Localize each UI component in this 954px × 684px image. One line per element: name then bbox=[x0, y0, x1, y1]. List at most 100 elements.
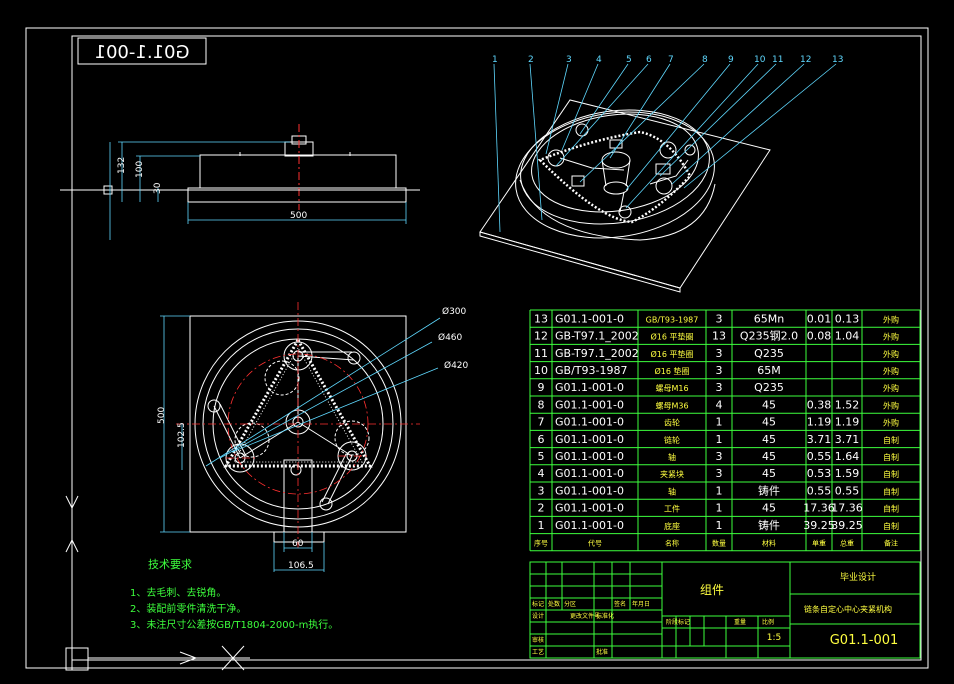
bom-cell-name: Ø16 平垫圈 bbox=[650, 349, 693, 359]
bom-cell-no: 1 bbox=[538, 519, 545, 532]
bom-cell-qty: 3 bbox=[716, 450, 723, 463]
mirrored-tag-text: G01.1-001 bbox=[95, 42, 190, 63]
tb-label-mark: 标记 bbox=[532, 600, 544, 608]
dim-dia-460: Ø460 bbox=[438, 332, 463, 343]
front-view bbox=[60, 124, 420, 210]
title-block-text: 组件 毕业设计 链条自定心中心夹紧机构 1:5 G01.1-001 标记 处数 … bbox=[532, 571, 898, 656]
bom-cell-qty: 3 bbox=[716, 347, 723, 360]
bom-cell-remark: 自制 bbox=[883, 521, 899, 531]
dim-500-front: 500 bbox=[290, 211, 307, 221]
bom-cell-remark: 外购 bbox=[883, 366, 899, 376]
bom-cell-no: 8 bbox=[538, 398, 545, 411]
bom-cell-remark: 自制 bbox=[883, 469, 899, 479]
dim-106-5: 106.5 bbox=[288, 561, 314, 571]
bom-cell-material: 65M bbox=[757, 364, 781, 377]
drawing-number: G01.1-001 bbox=[830, 633, 899, 648]
bom-cell-total: 1.64 bbox=[835, 450, 860, 463]
bom-cell-no: 10 bbox=[534, 364, 548, 377]
bom-cell-no: 6 bbox=[538, 433, 545, 446]
bom-cell-total: 0.13 bbox=[835, 312, 860, 325]
bom-cell-material: 45 bbox=[762, 398, 776, 411]
tb-label-change: 更改文件号 bbox=[570, 612, 600, 620]
bom-cell-code: G01.1-001-0 bbox=[555, 519, 624, 532]
dim-dia-300: Ø300 bbox=[442, 306, 467, 317]
bom-cell-no: 11 bbox=[534, 347, 548, 360]
bom-cell-unit: 1.19 bbox=[807, 416, 832, 429]
bom-cell-unit: 0.01 bbox=[807, 312, 832, 325]
bom-cell-material: Q235 bbox=[754, 347, 784, 360]
bom-cell-no: 3 bbox=[538, 484, 545, 497]
dim-dia-420: Ø420 bbox=[444, 360, 469, 371]
bom-cell-code: GB-T97.1_2002 bbox=[555, 330, 639, 343]
bom-cell-material: 铸件 bbox=[758, 483, 780, 497]
bom-cell-no: 4 bbox=[538, 467, 545, 480]
bom-cell-qty: 3 bbox=[716, 467, 723, 480]
bom-cell-material: 45 bbox=[762, 450, 776, 463]
top-view-dims bbox=[160, 315, 441, 572]
bom-cell-material: 铸件 bbox=[758, 518, 780, 532]
bom-cell-material: 45 bbox=[762, 433, 776, 446]
tb-label-design: 设计 bbox=[532, 612, 544, 620]
callout-7: 7 bbox=[668, 55, 674, 65]
bom-cell-remark: 自制 bbox=[883, 452, 899, 462]
school-label: 毕业设计 bbox=[840, 571, 876, 583]
bom-cell-code: G01.1-001-0 bbox=[555, 381, 624, 394]
title-block bbox=[529, 561, 921, 659]
bom-cell-code: GB/T93-1987 bbox=[555, 364, 627, 377]
iso-chain bbox=[537, 130, 692, 224]
iso-leaders bbox=[493, 63, 837, 233]
bom-cell-no: 12 bbox=[534, 330, 548, 343]
bom-cell-material: Q235钢2.0 bbox=[740, 330, 798, 343]
bom-cell-qty: 1 bbox=[716, 519, 723, 532]
dim-132: 132 bbox=[117, 157, 127, 174]
bom-cell-code: G01.1-001-0 bbox=[555, 312, 624, 325]
drawing-frame bbox=[25, 27, 929, 671]
dim-500-top: 500 bbox=[157, 407, 167, 424]
bom-cell-no: 9 bbox=[538, 381, 545, 394]
bom-cell-qty: 1 bbox=[716, 484, 723, 497]
dim-100: 100 bbox=[135, 161, 145, 178]
tb-label-process: 工艺 bbox=[532, 648, 544, 656]
bom-cell-code: G01.1-001-0 bbox=[555, 484, 624, 497]
tb-label-scale: 比例 bbox=[762, 618, 774, 626]
bom-cell-material: Q235 bbox=[754, 381, 784, 394]
callout-2: 2 bbox=[528, 55, 534, 65]
bom-cell-qty: 3 bbox=[716, 312, 723, 325]
technical-notes: 技术要求 1、去毛刺、去锐角。 2、装配前零件清洗干净。 3、未注尺寸公差按GB… bbox=[130, 558, 338, 631]
callout-5: 5 bbox=[626, 55, 632, 65]
bom-cell-material: 45 bbox=[762, 416, 776, 429]
notes-line-1: 1、去毛刺、去锐角。 bbox=[130, 586, 226, 599]
callout-13: 13 bbox=[832, 55, 843, 65]
bom-cell-material: 65Mn bbox=[754, 312, 784, 325]
iso-callouts: 1 2 3 4 5 6 7 8 9 10 11 12 13 bbox=[492, 55, 843, 65]
tb-label-date: 年月日 bbox=[632, 600, 650, 608]
bom-cell-name: 螺母M36 bbox=[655, 400, 688, 410]
bom-cell-no: 2 bbox=[538, 502, 545, 515]
bom-cell-unit: 0.53 bbox=[807, 467, 832, 480]
bom-cell-code: G01.1-001-0 bbox=[555, 433, 624, 446]
bom-cell-qty: 1 bbox=[716, 416, 723, 429]
bom-header-5: 单重 bbox=[812, 539, 826, 548]
bom-cell-no: 13 bbox=[534, 312, 548, 325]
top-view bbox=[189, 315, 407, 543]
callout-11: 11 bbox=[772, 55, 783, 65]
bom-cell-code: G01.1-001-0 bbox=[555, 467, 624, 480]
bom-cell-qty: 4 bbox=[716, 398, 723, 411]
bom-cell-remark: 自制 bbox=[883, 486, 899, 496]
bom-header-6: 总重 bbox=[840, 539, 854, 548]
bom-header-3: 数量 bbox=[712, 539, 726, 548]
bom-cell-total: 17.36 bbox=[831, 502, 863, 515]
bom-cell-unit: 0.08 bbox=[807, 330, 832, 343]
bom-cell-qty: 13 bbox=[712, 330, 726, 343]
bom-cell-total: 3.71 bbox=[835, 433, 860, 446]
bom-header-4: 材料 bbox=[762, 539, 776, 548]
callout-6: 6 bbox=[646, 55, 652, 65]
bom-cell-remark: 外购 bbox=[883, 383, 899, 393]
bom-cell-name: 工件 bbox=[664, 504, 680, 514]
bom-cell-remark: 外购 bbox=[883, 349, 899, 359]
bom-cell-name: Ø16 垫圈 bbox=[654, 366, 689, 376]
tb-label-weight: 重量 bbox=[734, 618, 746, 626]
callout-8: 8 bbox=[702, 55, 708, 65]
bom-cell-unit: 17.36 bbox=[803, 502, 835, 515]
bom-cell-code: G01.1-001-0 bbox=[555, 450, 624, 463]
